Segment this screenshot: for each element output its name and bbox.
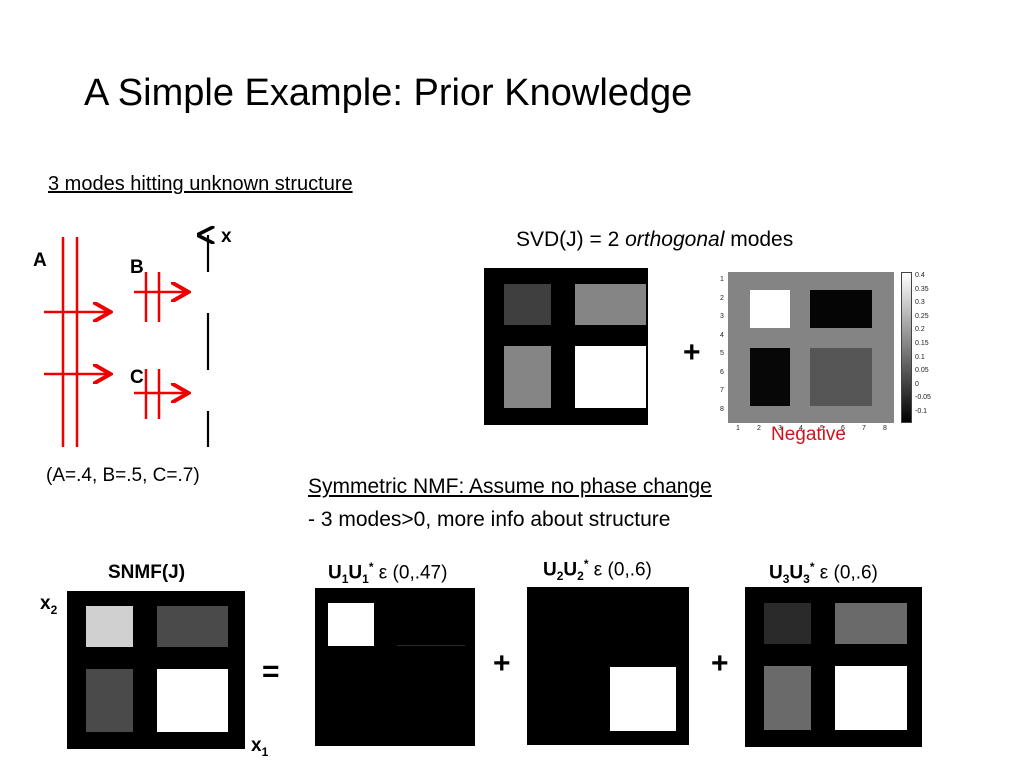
mode-1-label: U1U1* ε (0,.47) xyxy=(328,560,448,587)
label-c: C xyxy=(130,367,144,388)
col-tick: 8 xyxy=(883,425,887,432)
negative-note: Negative xyxy=(771,424,846,445)
svd-mode-1-matrix xyxy=(484,268,648,425)
mode-1-matrix xyxy=(315,588,475,746)
colorbar-tick: 0.25 xyxy=(915,312,929,320)
row-tick: 8 xyxy=(720,405,724,413)
equals-sign: = xyxy=(262,655,280,688)
colorbar-tick: -0.1 xyxy=(915,408,928,415)
svd-mode-2-matrix xyxy=(728,272,894,423)
colorbar-tick: 0.05 xyxy=(915,367,929,375)
nmf-heading: Symmetric NMF: Assume no phase change xyxy=(308,475,712,498)
mode-3-label: U3U3* ε (0,.6) xyxy=(769,560,878,587)
snmf-label: SNMF(J) xyxy=(108,562,186,583)
col-tick: 6 xyxy=(841,425,845,432)
row-tick: 6 xyxy=(720,368,724,376)
colorbar xyxy=(901,272,912,423)
row-tick: 5 xyxy=(720,350,724,357)
svd-heading: SVD(J) = 2 orthogonal modes xyxy=(516,228,794,251)
colorbar-tick: 0.15 xyxy=(915,340,929,347)
row-tick: 2 xyxy=(720,294,724,302)
colorbar-tick: 0.3 xyxy=(915,299,925,307)
nmf-plus-1: + xyxy=(493,647,511,680)
colorbar-tick: 0.35 xyxy=(915,285,929,293)
col-tick: 2 xyxy=(757,425,761,432)
colorbar-tick: -0.05 xyxy=(915,394,931,402)
subtitle: 3 modes hitting unknown structure xyxy=(48,173,353,195)
col-tick: 3 xyxy=(778,425,782,432)
snmf-matrix xyxy=(67,591,245,749)
row-tick: 1 xyxy=(720,276,724,283)
label-b: B xyxy=(130,257,144,278)
colorbar-tick: 0.1 xyxy=(915,353,925,361)
axis-label-x: x xyxy=(221,226,232,247)
svd-plus: + xyxy=(683,336,701,369)
row-tick: 7 xyxy=(720,387,724,394)
parameter-values: (A=.4, B=.5, C=.7) xyxy=(46,465,200,486)
mode-3-matrix xyxy=(745,587,922,747)
nmf-plus-2: + xyxy=(711,647,729,680)
row-tick: 3 xyxy=(720,313,724,320)
nmf-detail: - 3 modes>0, more info about structure xyxy=(308,508,671,531)
axis-x2-label: x2 xyxy=(40,593,58,617)
colorbar-tick: 0 xyxy=(915,380,919,388)
label-a: A xyxy=(33,250,47,271)
slide-title: A Simple Example: Prior Knowledge xyxy=(84,72,693,114)
col-tick: 4 xyxy=(799,425,803,432)
mode-2-matrix xyxy=(527,587,689,745)
col-tick: 1 xyxy=(736,425,740,432)
mode-2-label: U2U2* ε (0,.6) xyxy=(543,557,652,584)
row-tick: 4 xyxy=(720,331,724,339)
colorbar-tick: 0.4 xyxy=(915,272,925,279)
axis-x1-label: x1 xyxy=(251,735,269,759)
col-tick: 5 xyxy=(820,425,824,432)
modes-diagram xyxy=(44,225,250,447)
colorbar-tick: 0.2 xyxy=(915,326,925,334)
col-tick: 7 xyxy=(862,425,866,432)
